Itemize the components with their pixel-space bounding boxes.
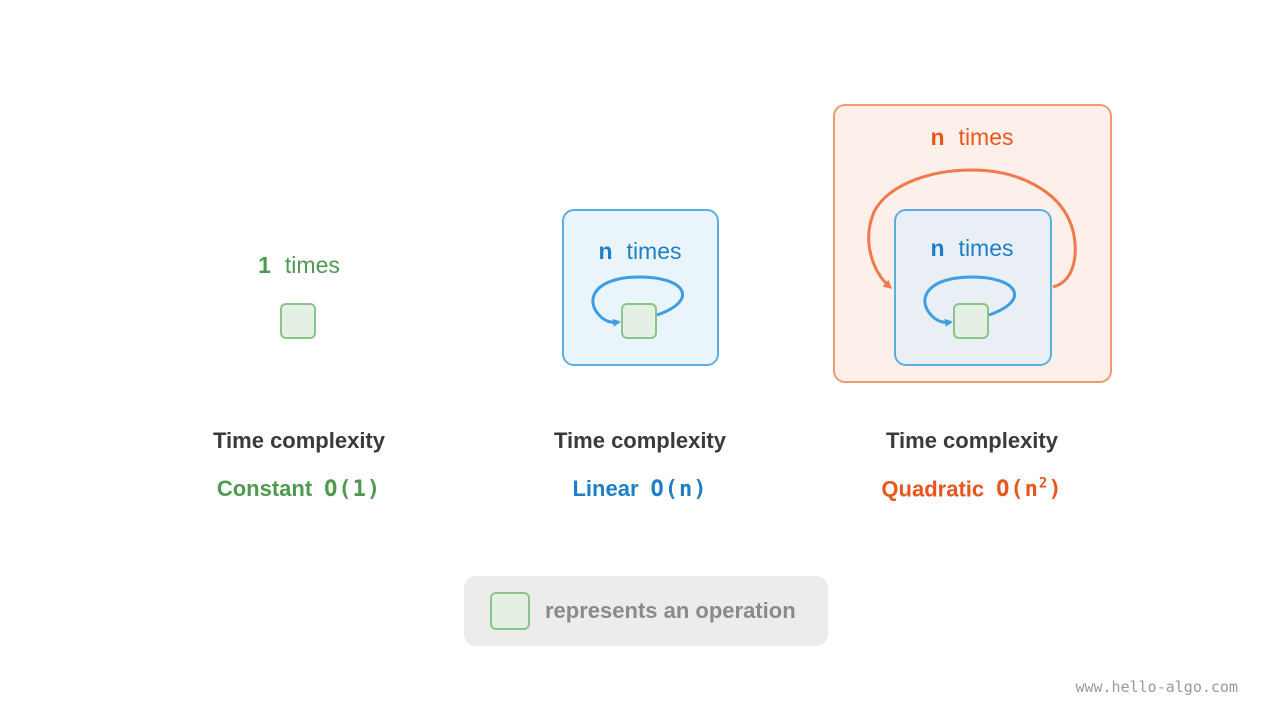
legend-operation-box [490,592,530,630]
linear-caption-notation: O(n) [650,477,708,502]
legend: represents an operation [464,576,828,646]
legend-text: represents an operation [545,598,796,623]
quadratic-notation-base: O(n [996,477,1039,503]
linear-operation-box [621,303,657,339]
linear-times-word: times [626,238,682,264]
quadratic-operation-box [953,303,989,339]
quadratic-caption-name: Quadratic [881,476,985,502]
quadratic-inner-times-word: times [958,235,1014,261]
quadratic-outer-times-word: times [958,124,1014,150]
linear-caption: Time complexity Linear O(n) [554,428,726,502]
quadratic-inner-count: n [930,235,945,261]
linear-caption-title: Time complexity [554,428,726,453]
constant-count: 1 [258,252,271,278]
linear-caption-sub: Linear O(n) [554,476,726,502]
quadratic-outer-count: n [930,124,945,150]
quadratic-notation-close: ) [1048,477,1063,503]
constant-caption-title: Time complexity [213,428,385,453]
quadratic-caption-title: Time complexity [885,428,1058,453]
quadratic-caption-sub: Quadratic O(n2) [881,476,1062,502]
constant-caption-name: Constant [216,476,313,501]
constant-caption-notation: O(1) [324,477,382,502]
quadratic-inner-loop-panel [894,209,1052,366]
watermark: www.hello-algo.com [1075,678,1238,696]
constant-caption: Time complexity Constant O(1) [213,428,385,502]
quadratic-caption-notation: O(n2) [996,476,1063,503]
quadratic-notation-exponent: 2 [1038,476,1049,492]
constant-times-word: times [284,252,340,278]
linear-caption-name: Linear [572,476,639,501]
constant-operation-box [280,303,316,339]
constant-times-label: 1 times [258,252,340,279]
linear-loop-panel [562,209,719,366]
quadratic-caption: Time complexity Quadratic O(n2) [881,428,1062,502]
constant-caption-sub: Constant O(1) [213,476,385,502]
linear-count: n [598,238,613,264]
